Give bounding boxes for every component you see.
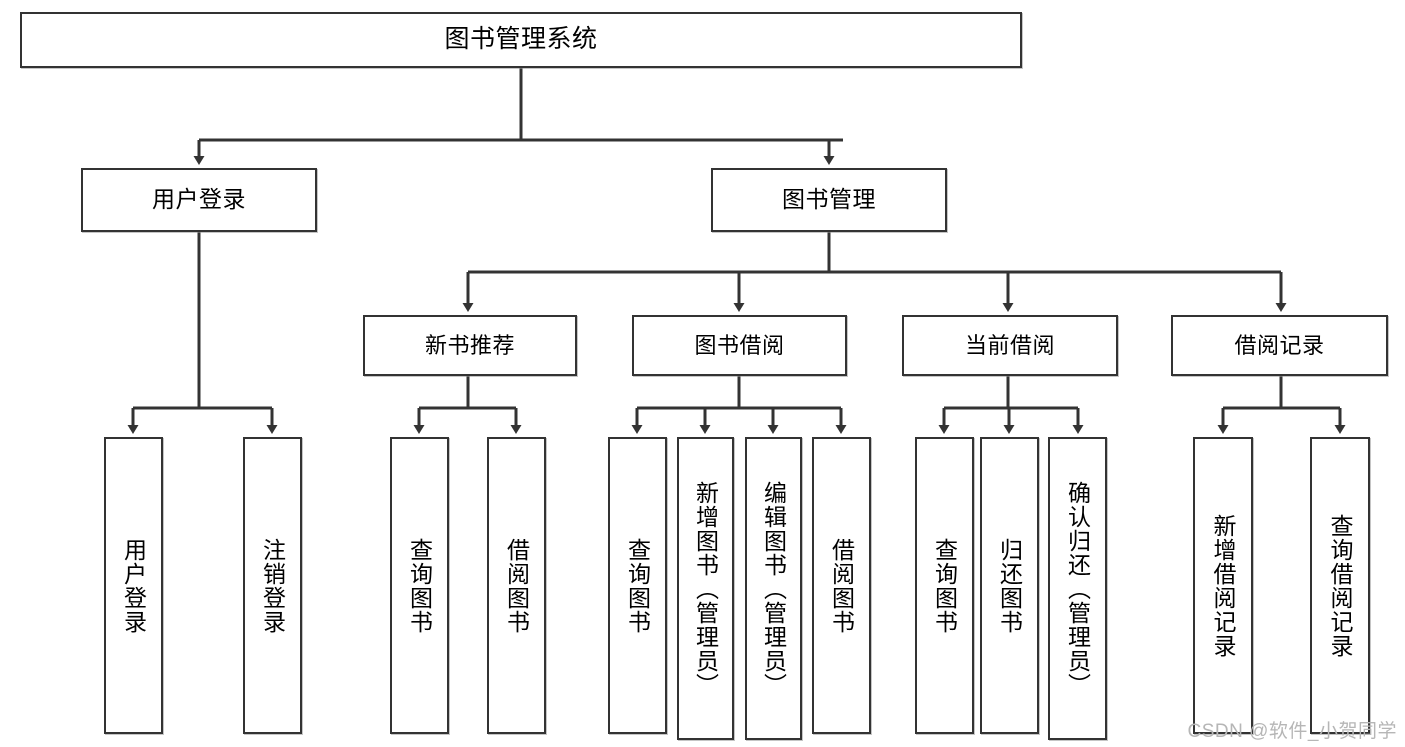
leaf-borrow-record-query-record[interactable]: 查询借阅记录: [1310, 437, 1370, 734]
leaf-user-login-logout[interactable]: 注销登录: [243, 437, 302, 734]
node-book-management[interactable]: 图书管理: [711, 168, 947, 232]
edge-userlogin-to-leaves: [127, 232, 278, 434]
leaf-book-borrow-add-book-admin[interactable]: 新增图书（管理员）: [677, 437, 734, 740]
edge-bookmgmt-to-level2: [462, 232, 1287, 312]
leaf-user-login-login[interactable]: 用户登录: [104, 437, 163, 734]
node-label: 查询图书: [931, 537, 958, 634]
node-label: 新书推荐: [424, 332, 515, 358]
csdn-watermark: CSDN @软件_小贺同学: [1187, 721, 1397, 742]
leaf-book-borrow-edit-book-admin[interactable]: 编辑图书（管理员）: [745, 437, 802, 740]
node-label: 新增图书（管理员）: [692, 480, 719, 697]
node-label: 编辑图书（管理员）: [760, 480, 787, 697]
node-label: 查询图书: [624, 537, 651, 634]
node-label: 借阅图书: [503, 537, 530, 634]
node-label: 图书管理系统: [444, 25, 598, 54]
edge-currentborrow-to-leaves: [938, 376, 1084, 434]
node-label: 查询图书: [406, 537, 433, 634]
node-label: 图书借阅: [694, 332, 785, 358]
edge-newbook-to-leaves: [413, 376, 522, 434]
leaf-new-book-borrow-book[interactable]: 借阅图书: [487, 437, 546, 734]
node-label: 用户登录: [120, 537, 147, 634]
node-book-borrow[interactable]: 图书借阅: [632, 315, 847, 376]
node-current-borrow[interactable]: 当前借阅: [902, 315, 1118, 376]
node-label: 确认归还（管理员）: [1064, 480, 1091, 697]
edge-bookborrow-to-leaves: [631, 376, 847, 434]
leaf-current-borrow-query-book[interactable]: 查询图书: [915, 437, 974, 734]
node-user-login[interactable]: 用户登录: [81, 168, 317, 232]
leaf-current-borrow-confirm-return-admin[interactable]: 确认归还（管理员）: [1048, 437, 1107, 740]
edge-root-to-level1: [193, 68, 843, 165]
leaf-current-borrow-return-book[interactable]: 归还图书: [980, 437, 1039, 734]
node-label: 注销登录: [259, 537, 286, 634]
leaf-borrow-record-add-record[interactable]: 新增借阅记录: [1193, 437, 1253, 734]
leaf-new-book-query-book[interactable]: 查询图书: [390, 437, 449, 734]
node-label: 新增借阅记录: [1210, 513, 1237, 658]
node-label: 借阅记录: [1234, 332, 1325, 358]
node-new-book-recommend[interactable]: 新书推荐: [363, 315, 577, 376]
node-label: 借阅图书: [828, 537, 855, 634]
leaf-book-borrow-borrow-book[interactable]: 借阅图书: [812, 437, 871, 734]
node-label: 图书管理: [782, 186, 876, 213]
node-label: 用户登录: [152, 186, 246, 213]
node-borrow-record[interactable]: 借阅记录: [1171, 315, 1388, 376]
node-book-management-system[interactable]: 图书管理系统: [20, 12, 1022, 68]
edge-borrowrecord-to-leaves: [1217, 376, 1346, 434]
leaf-book-borrow-query-book[interactable]: 查询图书: [608, 437, 667, 734]
node-label: 当前借阅: [964, 332, 1055, 358]
node-label: 归还图书: [996, 537, 1023, 634]
node-label: 查询借阅记录: [1327, 513, 1354, 658]
